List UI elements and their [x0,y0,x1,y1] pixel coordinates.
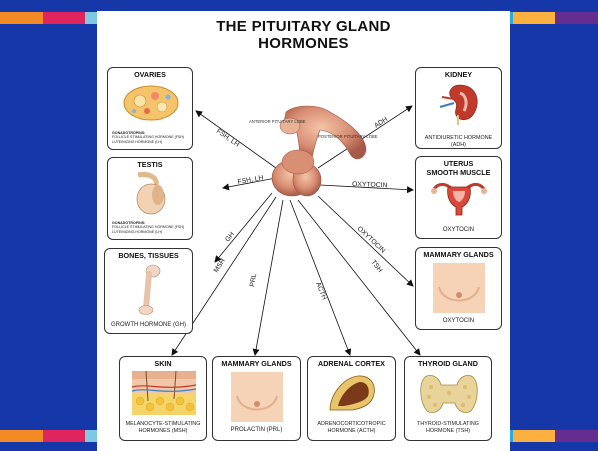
mammary-bottom-caption: PROLACTIN (PRL) [215,427,298,434]
adrenal-caption-line2: HORMONE (ACTH) [310,428,393,435]
arrow-label-kidney: ADH [373,116,389,130]
arrow-label-testis: FSH, LH [237,175,264,186]
arrow-thyroid [298,200,420,355]
breast-image-right [433,263,485,313]
adrenal-box: ADRENAL CORTEX ADRENOCORTICOTROPIC HORMO… [307,356,396,441]
skin-caption: MELANOCYTE-STIMULATING HORMONES (MSH) [122,421,204,435]
bones-title: BONES, TISSUES [105,252,192,261]
thyroid-caption-line1: THYROID-STIMULATING [407,421,489,428]
thyroid-caption-line2: HORMONE (TSH) [407,428,489,435]
arrow-label-thyroid: TSH [369,259,383,274]
arrow-label-adrenal: ACTH [314,281,327,301]
skin-image [132,371,196,415]
arrow-label-bones: GH [224,231,236,243]
arrow-label-mammary-right: OXYTOCIN [356,225,387,254]
thyroid-caption: THYROID-STIMULATING HORMONE (TSH) [407,421,489,435]
ovaries-title: OVARIES [108,71,192,80]
kidney-title: KIDNEY [416,71,501,80]
adrenal-caption: ADRENOCORTICOTROPIC HORMONE (ACTH) [310,421,393,435]
skin-caption-line2: HORMONES (MSH) [122,428,204,435]
ovaries-image [120,81,182,125]
testis-note: GONADOTROPINS: FOLLICLE STIMULATING HORM… [112,221,188,234]
thyroid-image [417,371,481,417]
arrow-bones [215,193,272,262]
thyroid-title: THYROID GLAND [405,360,491,369]
bone-image [133,264,165,316]
kidney-caption: ANTIDIURETIC HORMONE (ADH) [418,135,499,149]
mammary-right-box: MAMMARY GLANDS OXYTOCIN [415,247,502,330]
adrenal-title: ADRENAL CORTEX [308,360,395,369]
adrenal-image [324,372,380,414]
kidney-box: KIDNEY ANTIDIURETIC HORMONE (ADH) [415,67,502,149]
arrow-label-ovaries: FSH, LH [215,128,240,149]
ovaries-note-line2: LUTEINIZING HORMONE (LH) [112,140,188,144]
bones-box: BONES, TISSUES GROWTH HORMONE (GH) [104,248,193,334]
posterior-lobe-label: POSTERIOR PITUITARY LOBE [318,134,378,139]
uterus-title-line2: SMOOTH MUSCLE [416,169,501,178]
skin-caption-line1: MELANOCYTE-STIMULATING [122,421,204,428]
mammary-right-title: MAMMARY GLANDS [416,251,501,260]
testis-image [128,171,174,217]
mammary-bottom-title: MAMMARY GLANDS [213,360,300,369]
breast-image-bottom [231,372,283,422]
adrenal-caption-line1: ADRENOCORTICOTROPIC [310,421,393,428]
testis-box: TESTIS GONADOTROPINS: FOLLICLE STIMULATI… [107,157,193,240]
ovaries-box: OVARIES GONADOTROPINS: FOLLICLE STIMULAT… [107,67,193,150]
skin-box: SKIN MELANOCYTE-STIMULATING HORMONES (MS… [119,356,207,441]
arrow-label-mammary-bottom: PRL [249,273,258,287]
uterus-image [430,179,488,217]
bones-caption: GROWTH HORMONE (GH) [107,322,190,329]
arrow-label-skin: MSH [213,258,227,275]
arrow-mammary-right [318,196,413,286]
uterus-title: UTERUS SMOOTH MUSCLE [416,160,501,177]
skin-title: SKIN [120,360,206,369]
ovaries-note: GONADOTROPINS: FOLLICLE STIMULATING HORM… [112,131,188,144]
mammary-bottom-box: MAMMARY GLANDS PROLACTIN (PRL) [212,356,301,441]
arrow-adrenal [290,200,350,355]
kidney-image [436,81,484,125]
arrow-label-uterus: OXYTOCIN [352,181,388,189]
uterus-caption: OXYTOCIN [418,227,499,234]
testis-note-line2: LUTEINIZING HORMONE (LH) [112,230,188,234]
testis-title: TESTIS [108,161,192,170]
mammary-right-caption: OXYTOCIN [418,318,499,325]
uterus-box: UTERUS SMOOTH MUSCLE OXYTOCIN [415,156,502,239]
thyroid-box: THYROID GLAND THYROID-STIMULATING HORMON… [404,356,492,441]
anterior-lobe-label: ANTERIOR PITUITARY LOBE [249,119,306,124]
